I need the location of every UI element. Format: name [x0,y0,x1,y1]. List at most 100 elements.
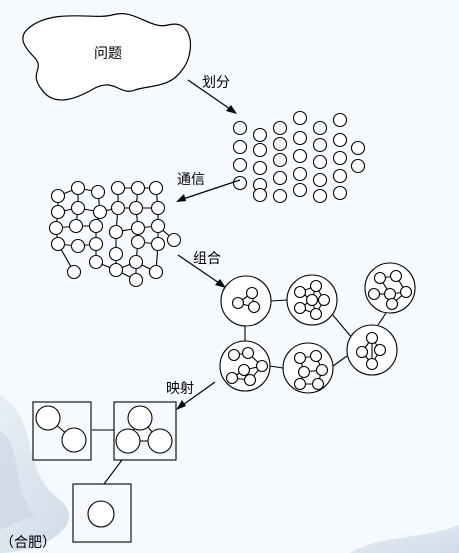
grouped-task [237,363,251,377]
grouped-task [255,359,269,373]
task-node [130,220,146,236]
task-node [108,262,124,278]
task-group [220,275,272,327]
grouped-task [293,377,307,391]
mapping-arrow [179,381,216,408]
partition-label: 划分 [202,75,230,91]
grouped-task [231,296,245,310]
partition-task [292,148,308,164]
task-node [70,200,86,216]
processor-box [72,483,132,543]
grouped-task [309,307,323,321]
task-node [108,246,124,262]
grouped-task [311,377,325,391]
partition-arrowhead [226,105,237,114]
mapped-task [87,500,115,528]
task-node [50,188,66,204]
mapped-task [127,405,153,431]
task-node [50,204,66,220]
task-node [150,236,166,252]
task-node [130,234,146,250]
grouped-task [245,286,259,300]
task-node [166,232,182,248]
task-node [110,180,126,196]
task-node [68,218,84,234]
grouped-task [241,346,255,360]
footer-label: （合肥） [0,535,56,551]
task-node [88,254,104,270]
partition-task [312,188,328,204]
partition-task [350,158,366,174]
group-channel [377,312,387,326]
communicate-arrow [179,179,241,201]
task-node [88,236,104,252]
partition-task [292,130,308,146]
grouped-task [389,269,403,283]
task-node [48,220,64,236]
partition-task [272,120,288,136]
group-channel [332,355,348,367]
partition-tasks [232,110,366,204]
partition-arrow [187,79,234,112]
mapping-arrowhead [176,400,186,410]
communicate-label: 通信 [177,172,205,188]
grouped-task [293,301,307,315]
grouped-task [399,285,413,299]
task-node [128,200,144,216]
grouped-task [297,365,311,379]
task-node [70,238,86,254]
processor-box [32,401,92,461]
task-node [108,224,124,240]
task-node [128,272,144,288]
partition-task [332,150,348,166]
grouped-task [247,300,261,314]
partition-task [350,140,366,156]
grouped-task [227,348,241,362]
task-node [148,264,164,280]
communicate-arrowhead [176,194,186,202]
task-node [128,254,144,270]
grouped-task [365,357,379,371]
partition-task [292,166,308,182]
agglomerated-groups [219,262,416,394]
task-node [50,236,66,252]
partition-task [332,168,348,184]
partition-task [232,157,248,173]
mapped-task [35,405,61,431]
mapped-task [61,427,87,453]
task-node [92,204,108,220]
group-channel [331,313,353,339]
task-node [130,180,146,196]
task-node [110,200,126,216]
partition-task [312,154,328,170]
partition-task [272,188,288,204]
problem-cloud [22,13,192,101]
partition-task [232,175,248,191]
agglomerate-label: 组合 [193,251,221,267]
grouped-task [225,371,239,385]
partition-task [272,170,288,186]
partition-task [312,137,328,153]
grouped-task [367,287,381,301]
agglomerate-arrow [177,254,223,286]
grouped-task [373,271,387,285]
task-node [88,218,104,234]
grouped-task [305,293,319,307]
task-node [150,200,166,216]
partition-task [232,120,248,136]
grouped-task [383,287,397,301]
partition-task [312,172,328,188]
grouped-task [243,373,257,387]
task-node [148,180,164,196]
group-channel [269,365,284,369]
partition-task [252,187,268,203]
grouped-task [317,293,331,307]
grouped-task [293,351,307,365]
task-node [90,184,106,200]
grouped-task [373,343,387,357]
mapped-task [115,428,141,454]
grouped-task [385,297,399,311]
agglomerate-arrowhead [215,279,226,288]
grouped-task [365,331,379,345]
